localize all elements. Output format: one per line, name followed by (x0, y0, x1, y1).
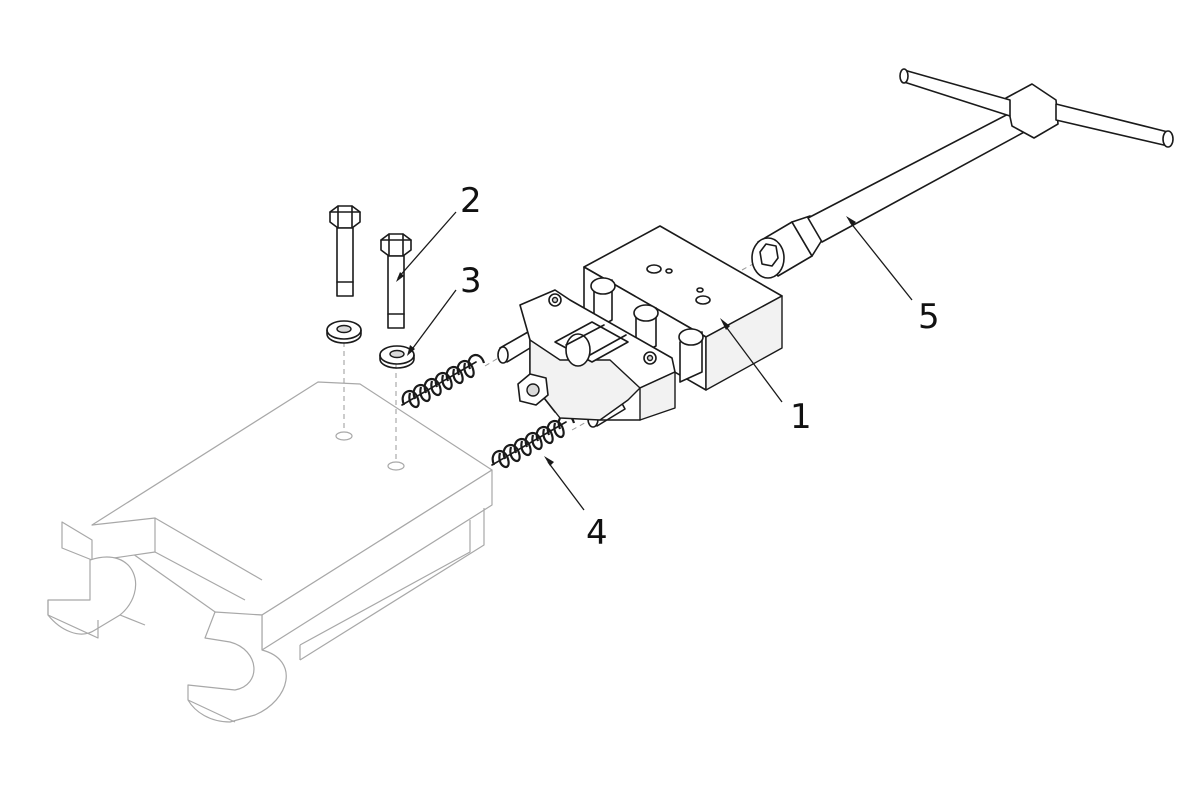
callout-3: 3 (460, 261, 482, 301)
spring-upper (401, 353, 486, 409)
leader-line-5 (846, 216, 913, 301)
washer-left (326, 320, 362, 344)
leader-line-3 (407, 289, 457, 356)
spring-lower (491, 413, 576, 469)
main-housing-block (583, 225, 783, 391)
callout-1: 1 (790, 397, 812, 437)
leader-line-4 (544, 456, 585, 511)
t-handle-socket-wrench (751, 68, 1174, 279)
callout-2: 2 (460, 181, 482, 221)
hex-bolt-right (380, 233, 412, 329)
leader-line-2 (396, 211, 457, 282)
base-slide-part (47, 381, 493, 723)
clamp-jaw-assembly (497, 289, 676, 428)
leader-line-1 (720, 318, 783, 403)
callout-5: 5 (918, 297, 940, 337)
washer-right (379, 345, 415, 369)
hex-bolt-left (329, 205, 361, 297)
callout-4: 4 (586, 513, 608, 553)
